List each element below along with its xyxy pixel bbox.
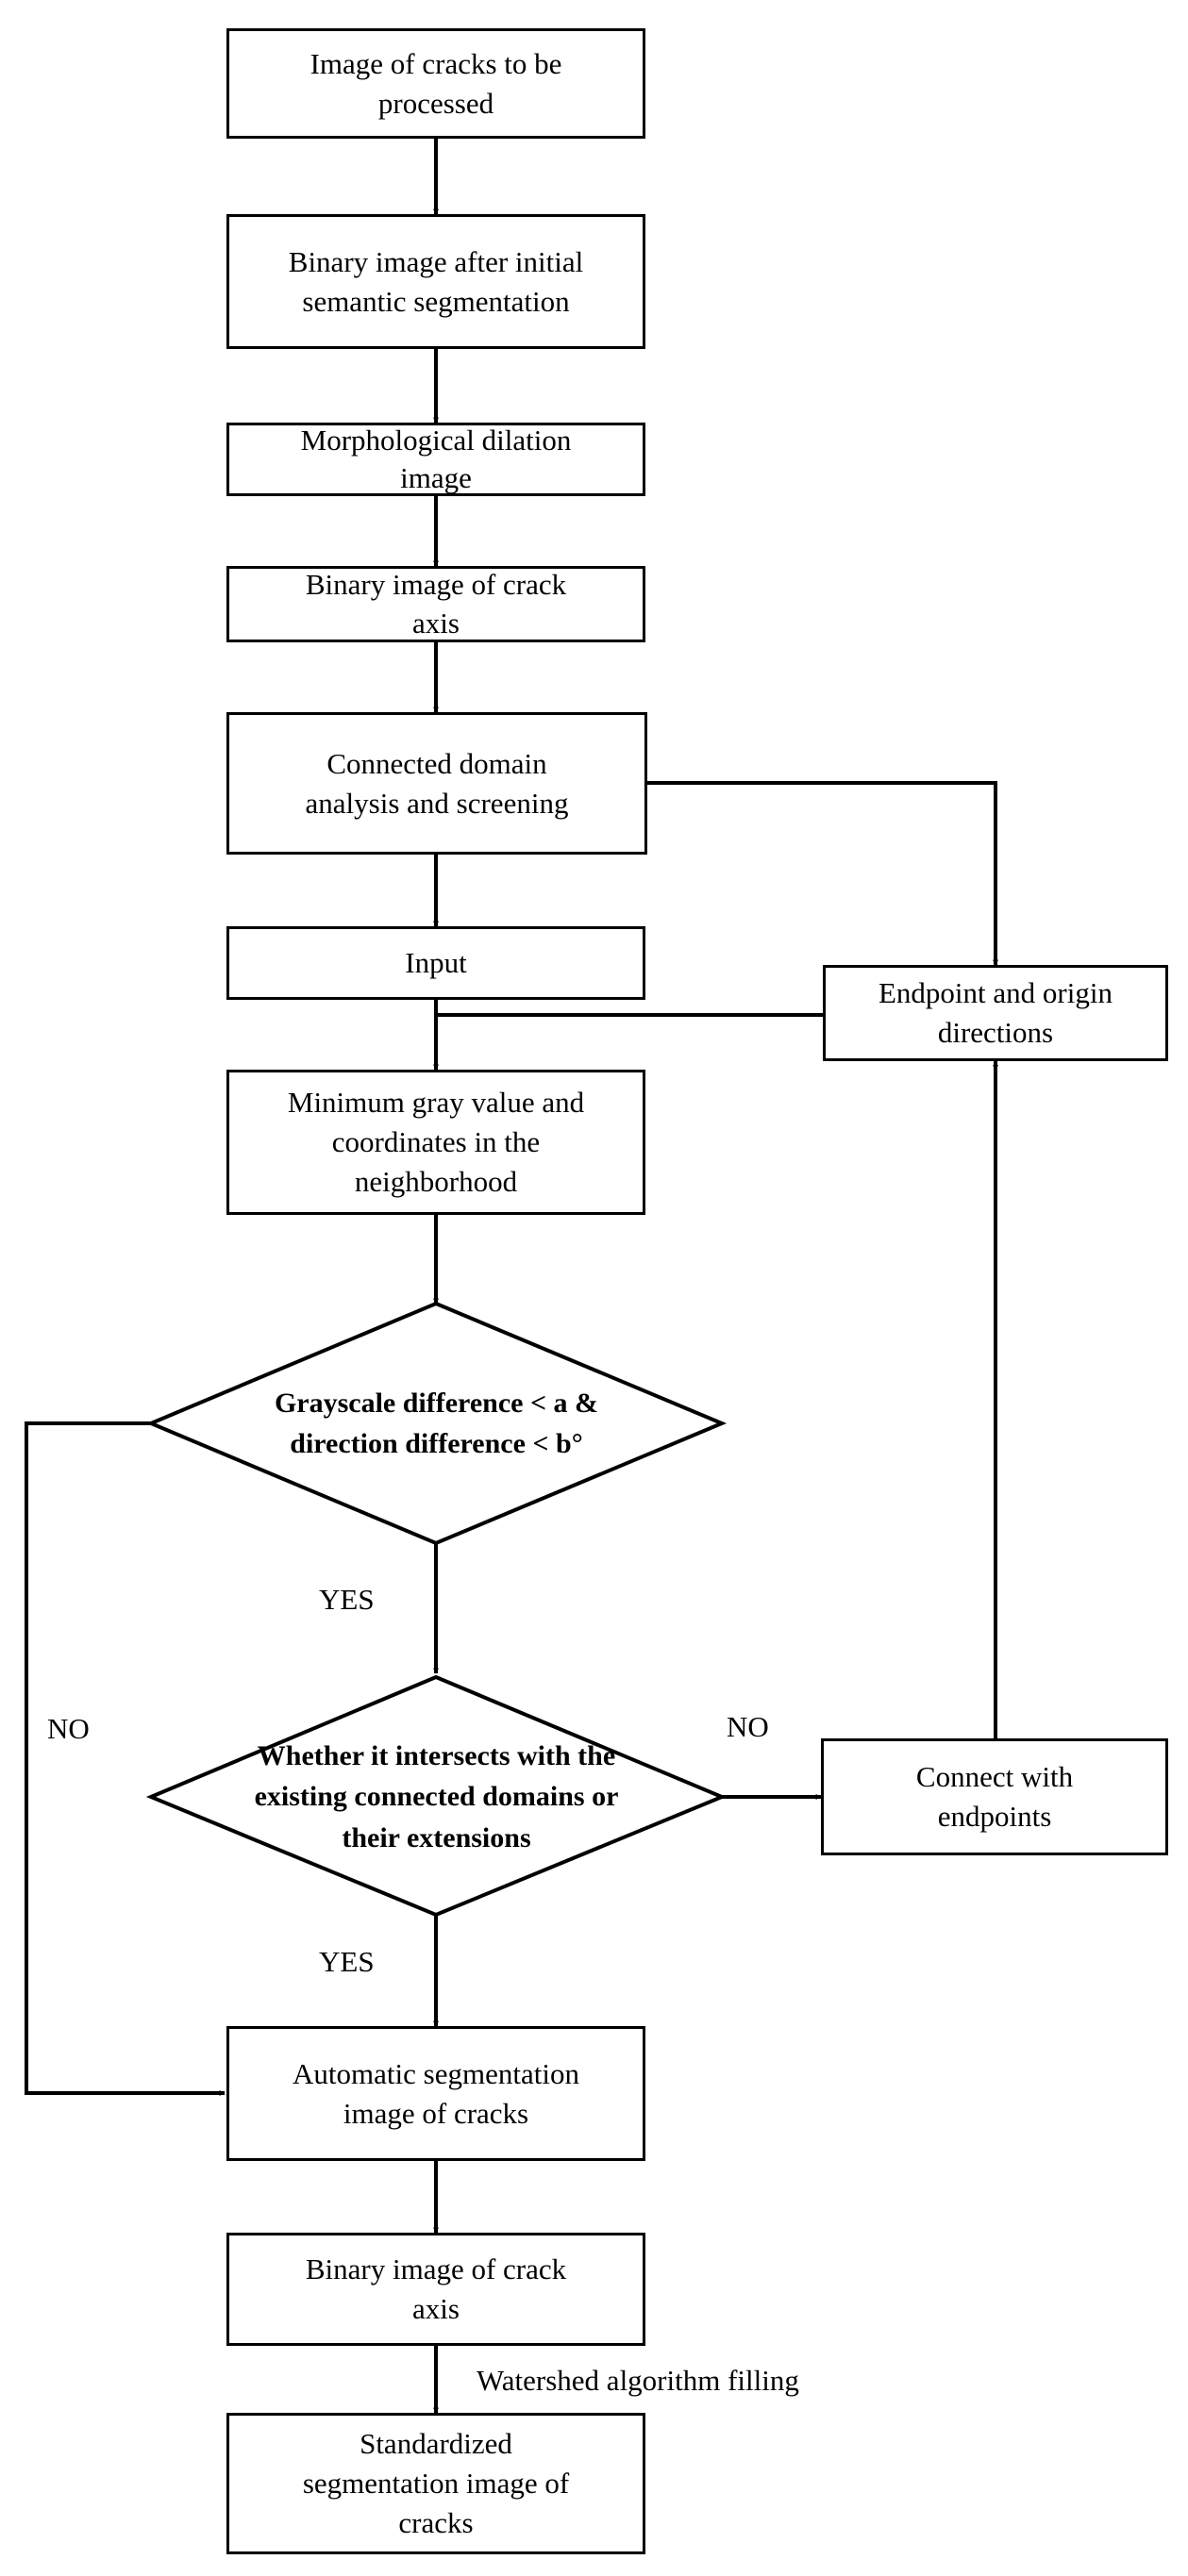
arrow-decision1-no xyxy=(25,1421,226,2096)
step-input: Input xyxy=(226,926,645,1000)
step-binary-axis-1: Binary image of crack axis xyxy=(226,566,645,642)
step-binary-after-segmentation: Binary image after initial semantic segm… xyxy=(226,214,645,349)
step-min-gray-value: Minimum gray value and coordinates in th… xyxy=(226,1070,645,1215)
step-connected-domain-analysis: Connected domain analysis and screening xyxy=(226,712,647,855)
decision-grayscale-diamond xyxy=(145,1301,728,1546)
step-endpoint-directions: Endpoint and origin directions xyxy=(823,965,1168,1061)
step-morphological-dilation: Morphological dilation image xyxy=(226,423,645,496)
step-image-to-process: Image of cracks to be processed xyxy=(226,28,645,139)
edge-label-watershed: Watershed algorithm filling xyxy=(477,2364,799,2397)
decision-intersection-label: Whether it intersects with the existing … xyxy=(254,1739,619,1853)
arrow-connected-to-endpoint xyxy=(647,781,998,966)
edge-label-no-left: NO xyxy=(47,1712,90,1745)
edge-label-no-right: NO xyxy=(727,1710,769,1743)
step-automatic-segmentation: Automatic segmentation image of cracks xyxy=(226,2026,645,2161)
edge-label-yes-2: YES xyxy=(319,1945,375,1978)
step-standardized-segmentation: Standardized segmentation image of crack… xyxy=(226,2413,645,2554)
edge-label-yes-1: YES xyxy=(319,1583,375,1616)
step-binary-axis-2: Binary image of crack axis xyxy=(226,2233,645,2346)
decision-intersection-diamond xyxy=(145,1674,728,1918)
decision-grayscale-label: Grayscale difference < a & direction dif… xyxy=(274,1387,599,1460)
step-connect-endpoints: Connect with endpoints xyxy=(821,1738,1168,1855)
